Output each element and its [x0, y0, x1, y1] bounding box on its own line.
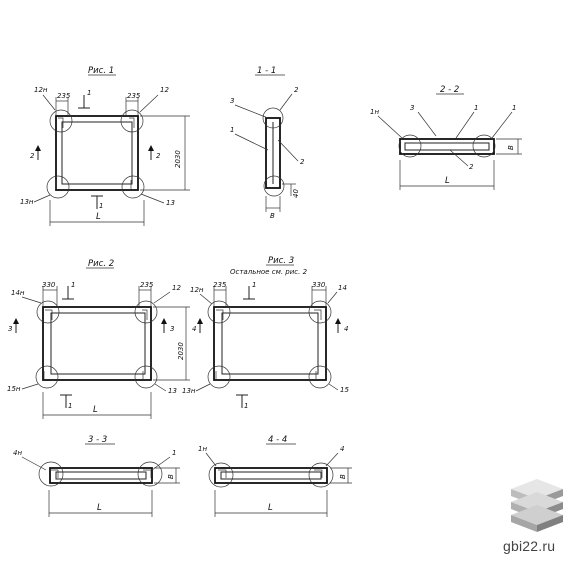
section-1-1: 1 - 1 3 2 1 2 B 40 — [230, 66, 305, 220]
sec11-label-2b: 2 — [300, 158, 305, 166]
fig2-cut-right: 3 — [170, 325, 174, 333]
fig2-dim-right: 235 — [140, 281, 154, 289]
fig2-cut-top: 1 — [71, 281, 75, 289]
sec44-label-1n: 1н — [198, 445, 207, 453]
fig3-label-bl: 13н — [182, 387, 196, 395]
sec11-label-2a: 2 — [294, 86, 299, 94]
fig3-subtitle: Остальное см. рис. 2 — [230, 268, 308, 276]
fig2-title: Рис. 2 — [88, 259, 114, 269]
sec11-label-1: 1 — [230, 126, 234, 134]
fig3-label-tl: 12н — [190, 286, 204, 294]
fig2-dim-left: 330 — [42, 281, 56, 289]
sec11-dim-40: 40 — [292, 189, 300, 198]
fig1-cut-bot: 1 — [99, 202, 103, 210]
sec11-dim-b: B — [270, 212, 275, 220]
fig2-label-tl: 14н — [11, 289, 25, 297]
fig2-cut-bot: 1 — [68, 402, 72, 410]
fig1-cut-top: 1 — [87, 89, 91, 97]
sec33-title: 3 - 3 — [88, 435, 107, 445]
sec44-profile — [214, 467, 328, 484]
figure-2: Рис. 2 330 235 14н 12 15н 13 1 1 3 3 203… — [7, 259, 190, 419]
gbi22-logo — [511, 479, 563, 532]
fig3-dim-left: 235 — [213, 281, 227, 289]
fig1-title: Рис. 1 — [88, 66, 114, 76]
fig3-cut-bot: 1 — [244, 402, 248, 410]
fig1-dim-left: 235 — [57, 92, 71, 100]
fig1-length: L — [96, 212, 101, 222]
sec44-length: L — [268, 503, 273, 513]
sec33-dim-b: B — [167, 474, 175, 479]
fig3-cut-top: 1 — [252, 281, 256, 289]
fig2-height: 2030 — [177, 342, 185, 360]
sec22-label-1b: 1 — [512, 104, 516, 112]
sec22-label-3: 3 — [410, 104, 414, 112]
fig1-dim-right: 235 — [127, 92, 141, 100]
fig2-cut-left: 3 — [8, 325, 12, 333]
sec11-label-3: 3 — [230, 97, 234, 105]
sec33-profile — [49, 467, 153, 484]
fig3-dim-right: 330 — [312, 281, 326, 289]
sec22-dim-b: B — [507, 145, 515, 150]
fig2-label-tr: 12 — [172, 284, 181, 292]
sec22-label-1a: 1 — [474, 104, 478, 112]
fig2-length: L — [93, 405, 98, 415]
fig3-title: Рис. 3 — [268, 256, 294, 266]
sec33-label-1: 1 — [172, 449, 176, 457]
fig1-node-tr — [120, 109, 144, 133]
sec22-label-2: 2 — [469, 163, 474, 171]
fig1-height: 2030 — [174, 150, 182, 168]
sec33-label-4n: 4н — [13, 449, 22, 457]
fig2-frame-outer — [42, 306, 152, 381]
fig1-node-tl — [49, 109, 73, 133]
fig1-node-bl — [46, 175, 70, 199]
sec44-title: 4 - 4 — [268, 435, 287, 445]
section-4-4: 4 - 4 1н 4 B L — [198, 435, 352, 517]
fig3-label-tr: 14 — [338, 284, 347, 292]
sec22-label-1n: 1н — [370, 108, 379, 116]
fig1-label-bl: 13н — [20, 198, 34, 206]
fig3-frame-outer — [213, 306, 327, 381]
fig3-cut-left: 4 — [192, 325, 196, 333]
sec11-title: 1 - 1 — [257, 66, 276, 76]
figure-1: Рис. 1 235 235 12н 12 13н 13 1 1 2 2 — [20, 66, 190, 226]
sec44-dim-b: B — [339, 474, 347, 479]
fig3-label-br: 15 — [340, 386, 349, 394]
fig3-cut-right: 4 — [344, 325, 348, 333]
sec22-length: L — [445, 176, 450, 186]
fig1-frame-outer — [55, 115, 139, 191]
figure-3: Рис. 3 Остальное см. рис. 2 235 330 12н … — [182, 256, 349, 410]
section-3-3: 3 - 3 4н 1 B L — [13, 435, 180, 517]
fig1-label-tr: 12 — [160, 86, 169, 94]
fig1-label-br: 13 — [166, 199, 175, 207]
fig1-cut-right: 2 — [156, 152, 161, 160]
sec11-profile — [265, 117, 281, 189]
fig1-cut-left: 2 — [30, 152, 35, 160]
site-watermark[interactable]: gbi22.ru — [503, 538, 556, 554]
sec22-profile — [399, 138, 495, 155]
fig2-label-br: 13 — [168, 387, 177, 395]
sec44-label-4: 4 — [340, 445, 344, 453]
fig1-label-tl: 12н — [34, 86, 48, 94]
section-2-2: 2 - 2 1н 3 1 1 2 B L — [370, 85, 522, 190]
sec22-title: 2 - 2 — [440, 85, 459, 95]
fig2-label-bl: 15н — [7, 385, 21, 393]
sec33-length: L — [97, 503, 102, 513]
fig1-node-br — [121, 175, 145, 199]
